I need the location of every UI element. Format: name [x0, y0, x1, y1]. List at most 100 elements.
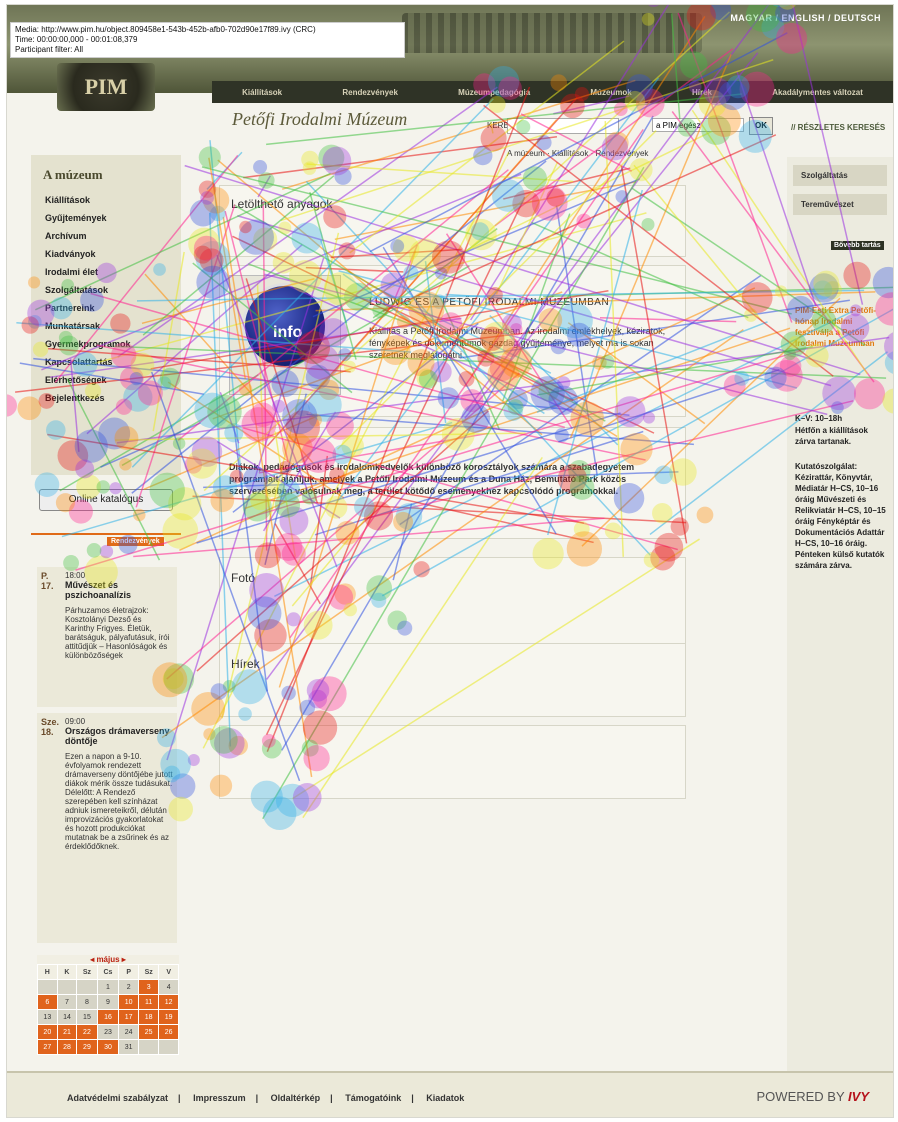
gaze-path	[567, 322, 706, 425]
gaze-fixation	[301, 150, 319, 169]
more-tag[interactable]: Bővebb tartás	[831, 241, 884, 250]
footer-link-data[interactable]: Kiadatok	[426, 1093, 465, 1103]
photo-title[interactable]: Fotó	[231, 571, 256, 585]
gaze-fixation	[853, 378, 886, 410]
sidebar-item-kids[interactable]: Gyermekprogramok	[45, 339, 131, 349]
gaze-path	[19, 362, 205, 395]
event-title[interactable]: Országos drámaverseny döntője	[65, 726, 170, 746]
language-switcher[interactable]: MAGYAR / ENGLISH / DEUTSCH	[730, 13, 881, 23]
nav-item-events[interactable]: Rendezvények	[342, 87, 398, 97]
gaze-fixation	[263, 477, 284, 498]
gaze-fixation	[114, 426, 139, 451]
gaze-path	[309, 192, 357, 360]
gaze-fixation	[774, 285, 788, 298]
gaze-path	[54, 154, 239, 384]
gaze-path	[237, 215, 832, 387]
gaze-fixation	[654, 465, 673, 485]
gaze-fixation	[27, 299, 55, 327]
gaze-path	[306, 163, 574, 183]
search-ok-button[interactable]: OK	[749, 117, 773, 135]
gaze-fixation	[200, 191, 214, 205]
gaze-fixation	[305, 364, 331, 390]
sidebar-item-archive[interactable]: Archívum	[45, 231, 87, 241]
gaze-fixation	[538, 380, 560, 402]
gaze-fixation	[334, 167, 352, 185]
event-card[interactable]: Sze.18. 09:00 Országos drámaverseny dönt…	[37, 713, 177, 943]
event-title[interactable]: Művészet és pszichoanalízis	[65, 580, 132, 600]
gaze-fixation	[110, 313, 131, 334]
gaze-fixation	[301, 739, 319, 757]
nav-item-news[interactable]: Hírek	[691, 87, 712, 97]
gaze-fixation	[779, 355, 802, 377]
gaze-fixation	[50, 296, 73, 320]
sidebar-item-collections[interactable]: Gyűjtemények	[45, 213, 107, 223]
gaze-fixation	[278, 221, 292, 235]
footer-link-sitemap[interactable]: Oldaltérkép	[270, 1093, 321, 1103]
art-button[interactable]: Tereművészet	[793, 194, 887, 215]
nav-item-accessible[interactable]: Akadálymentes változat	[772, 87, 863, 97]
gaze-fixation	[573, 521, 590, 537]
nav-item-museums[interactable]: Múzeumok	[590, 87, 632, 97]
gaze-fixation	[324, 496, 348, 519]
gaze-fixation	[409, 238, 441, 271]
site-logo[interactable]: PIM	[57, 63, 155, 111]
gaze-path	[262, 166, 645, 820]
gaze-fixation	[416, 368, 436, 388]
gaze-fixation	[55, 493, 76, 513]
gaze-fixation	[669, 458, 697, 486]
advanced-search-link[interactable]: // RÉSZLETES KERESÉS	[791, 123, 886, 132]
sidebar-item-contact[interactable]: Kapcsolattartás	[45, 357, 113, 367]
gaze-path	[558, 368, 780, 443]
gaze-fixation	[38, 392, 55, 409]
gaze-path	[224, 210, 289, 462]
sidebar-item-reach[interactable]: Elérhetőségek	[45, 375, 107, 385]
gaze-fixation	[600, 354, 615, 369]
sidebar-item-literary-life[interactable]: Irodalmi élet	[45, 267, 99, 277]
gaze-fixation	[243, 466, 269, 492]
gaze-fixation	[187, 754, 200, 767]
sidebar-item-publications[interactable]: Kiadványok	[45, 249, 96, 259]
event-card[interactable]: P.17. 18:00 Művészet és pszichoanalízis …	[37, 567, 177, 707]
gaze-fixation	[249, 572, 284, 608]
gaze-fixation	[149, 472, 185, 509]
gaze-path	[581, 297, 841, 547]
promo-text[interactable]: PIM-Esti Extra Petőfi-hónap Irodalmi fes…	[795, 306, 876, 348]
events-tag[interactable]: Rendezvények	[107, 537, 164, 546]
gaze-fixation	[487, 287, 503, 303]
gaze-fixation	[686, 5, 716, 31]
gaze-fixation	[294, 401, 310, 417]
gaze-fixation	[548, 385, 578, 416]
news-title[interactable]: Hírek	[231, 657, 260, 671]
nav-item-museum-pedagogy[interactable]: Múzeumpedagógia	[458, 87, 531, 97]
footer-link-privacy[interactable]: Adatvédelmi szabályzat	[67, 1093, 169, 1103]
gaze-fixation	[458, 370, 475, 387]
service-button[interactable]: Szolgáltatás	[793, 165, 887, 186]
gaze-path	[133, 517, 605, 558]
sidebar-item-exhibitions[interactable]: Kiállítások	[45, 195, 91, 205]
gaze-path	[266, 86, 531, 752]
sub-links[interactable]: A múzeum · Kiállítások · Rendezvények	[507, 149, 649, 158]
sidebar-item-partners[interactable]: Partnereink	[45, 303, 95, 313]
search-input[interactable]	[507, 118, 619, 134]
gaze-path	[372, 227, 498, 319]
gaze-path	[266, 5, 770, 680]
footer-link-imprint[interactable]: Impresszum	[193, 1093, 246, 1103]
gaze-fixation	[550, 338, 566, 355]
gaze-fixation	[393, 511, 414, 532]
sidebar-item-staff[interactable]: Munkatársak	[45, 321, 101, 331]
gaze-path	[143, 415, 319, 491]
gaze-path	[302, 456, 543, 819]
footer-link-supporters[interactable]: Támogatóink	[345, 1093, 402, 1103]
gaze-fixation	[274, 492, 301, 518]
gaze-fixation	[680, 51, 708, 79]
gaze-fixation	[822, 376, 856, 411]
online-catalog-button[interactable]: Online katalógus	[39, 489, 173, 511]
nav-item-exhibitions[interactable]: Kiállítások	[242, 87, 283, 97]
gaze-fixation	[408, 291, 445, 328]
gaze-fixation	[162, 668, 184, 690]
gaze-fixation	[118, 534, 138, 554]
gaze-path	[633, 164, 763, 323]
gaze-path	[33, 357, 630, 417]
gaze-fixation	[210, 205, 226, 222]
